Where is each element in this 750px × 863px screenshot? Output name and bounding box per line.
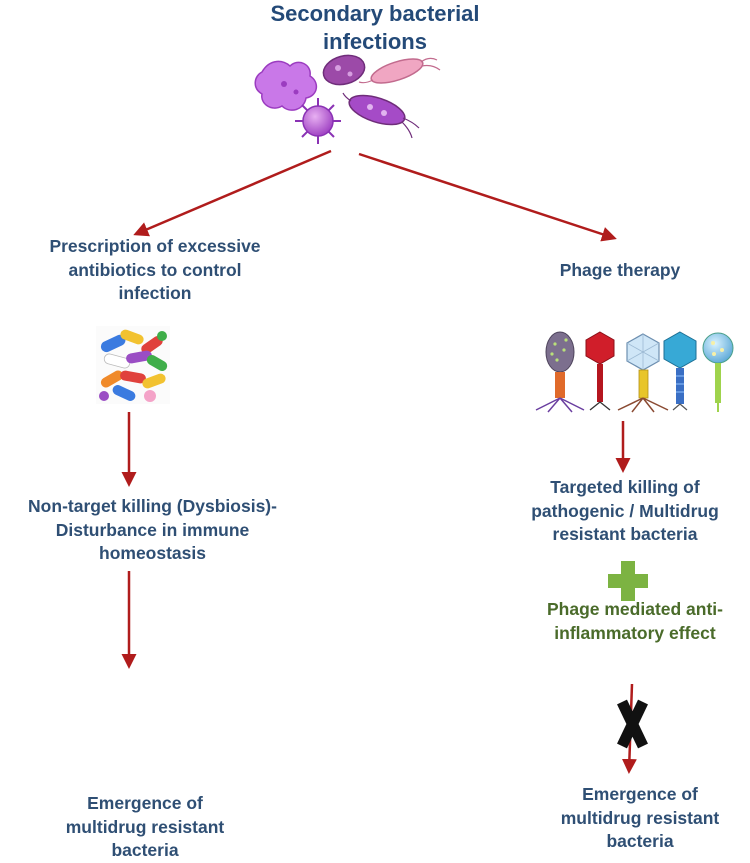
spiky-bacterium-icon bbox=[295, 98, 341, 144]
title-line: Secondary bacterial bbox=[270, 1, 480, 26]
rod-bacterium-icon bbox=[322, 54, 366, 86]
label-line: infection bbox=[118, 283, 192, 304]
label-line: Emergence of bbox=[582, 784, 698, 804]
bacteria-cluster-icon bbox=[254, 54, 441, 144]
label-line: Phage therapy bbox=[559, 260, 681, 280]
arrow-to-phage-therapy bbox=[358, 152, 617, 242]
targeted-killing-label: Targeted killing of pathogenic / Multidr… bbox=[500, 476, 750, 547]
label-line: Phage mediated anti- bbox=[546, 599, 723, 619]
antibiotics-label: Prescription of excessive antibiotics to… bbox=[10, 235, 300, 306]
bacteriophages-icon bbox=[535, 331, 734, 413]
anti-inflammatory-label: Phage mediated anti- inflammatory effect bbox=[520, 598, 750, 645]
label-line: antibiotics to control bbox=[68, 259, 242, 280]
label-line: resistant bacteria bbox=[552, 524, 698, 545]
plus-icon bbox=[608, 561, 648, 601]
right-outcome-label: Emergence of multidrug resistant bacteri… bbox=[530, 783, 750, 854]
pills-icon bbox=[96, 326, 170, 404]
phage-2-icon bbox=[585, 331, 615, 411]
label-line: homeostasis bbox=[99, 543, 206, 564]
left-outcome-label: Emergence of multidrug resistant bacteri… bbox=[35, 792, 255, 863]
label-line: Emergence of bbox=[87, 793, 203, 813]
title-line: infections bbox=[323, 28, 427, 54]
phage-therapy-label: Phage therapy bbox=[520, 259, 720, 283]
label-line: Prescription of excessive bbox=[49, 236, 261, 256]
dysbiosis-label: Non-target killing (Dysbiosis)- Disturba… bbox=[0, 495, 305, 566]
phage-5-icon bbox=[702, 332, 734, 412]
flagellated-bacterium-icon bbox=[358, 57, 441, 84]
label-line: bacteria bbox=[111, 840, 179, 861]
label-line: pathogenic / Multidrug bbox=[531, 500, 719, 521]
phage-3-icon bbox=[617, 333, 669, 413]
label-line: multidrug resistant bbox=[65, 816, 225, 837]
block-cross-icon bbox=[617, 699, 648, 749]
phage-1-icon bbox=[535, 331, 585, 413]
phage-4-icon bbox=[663, 331, 697, 411]
label-line: bacteria bbox=[606, 831, 674, 852]
label-line: inflammatory effect bbox=[554, 622, 716, 643]
diagram-title: Secondary bacterial infections bbox=[190, 0, 560, 55]
label-line: multidrug resistant bbox=[560, 807, 720, 828]
flagellated-rod-bacterium-icon bbox=[342, 92, 420, 139]
label-line: Disturbance in immune bbox=[55, 519, 250, 540]
arrow-to-antibiotics bbox=[133, 149, 332, 237]
label-line: Targeted killing of bbox=[550, 477, 700, 497]
label-line: Non-target killing (Dysbiosis)- bbox=[28, 496, 277, 516]
